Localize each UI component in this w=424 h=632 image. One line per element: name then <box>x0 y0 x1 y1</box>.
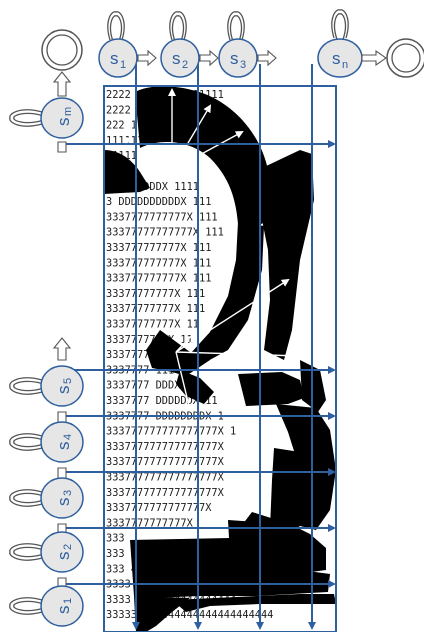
state-subscript: n <box>342 59 348 71</box>
grid-row: 33377777777X 111 <box>106 303 205 315</box>
grid-row: 333777777777777777X <box>106 472 225 484</box>
left-state-chain: s m s 5 s 4 s 3 <box>9 97 84 627</box>
state-label: s <box>54 442 73 451</box>
state-node-sn-top: s n <box>317 9 363 78</box>
grid-row: 333777777777X 111 <box>106 273 211 285</box>
state-label: s <box>54 386 73 395</box>
state-label: s <box>230 49 239 68</box>
grid-row: 333 <box>106 533 125 545</box>
state-subscript: 3 <box>240 59 246 71</box>
state-subscript: 1 <box>120 59 126 71</box>
grid-row: 333777777777777777X 1 <box>106 426 236 438</box>
state-subscript: 2 <box>62 544 74 550</box>
state-label: s <box>332 49 341 68</box>
grid-row: 3337777 DDDX 11 <box>106 380 199 392</box>
grid-row: 33377777777X 111 <box>106 288 205 300</box>
state-subscript: 3 <box>62 490 74 496</box>
state-subscript: m <box>62 107 74 116</box>
accept-state-top-left <box>41 29 83 97</box>
state-node-s1-left: s 1 <box>9 577 84 627</box>
state-node-s5-left: s 5 <box>9 337 84 407</box>
state-node-s4-left: s 4 <box>9 411 84 463</box>
grid-row: 3337777777777X <box>106 517 194 529</box>
state-node-s3-left: s 3 <box>9 467 84 519</box>
grid-row: 111111 <box>106 135 143 147</box>
state-label: s <box>54 552 73 561</box>
state-node-s2-left: s 2 <box>9 523 84 573</box>
state-node-s3-top: s 3 <box>218 11 258 78</box>
state-label: s <box>172 49 181 68</box>
state-label: s <box>54 498 73 507</box>
grid-row: 333777777777X 111 <box>106 257 211 269</box>
state-node-sm-left: s m <box>9 97 84 153</box>
grid-row: 3337777777X 11 <box>106 334 193 346</box>
state-subscript: 1 <box>62 598 74 604</box>
state-subscript: 5 <box>62 378 74 384</box>
grid-frame <box>103 85 337 632</box>
row-scan-arrows <box>60 140 336 588</box>
state-label: s <box>110 49 119 68</box>
column-scan-arrows <box>132 64 316 630</box>
grid-row: 333777777777777777X <box>106 487 225 499</box>
grid-row: 33377777777X 11 <box>106 319 199 331</box>
state-label: s <box>54 606 73 615</box>
state-node-s2-top: s 2 <box>160 11 200 78</box>
accept-state-right <box>386 38 424 78</box>
grid-row: 333777777777777777X <box>106 456 225 468</box>
grid-row: 3337777777777777X <box>106 502 212 514</box>
state-node-s1-top: s 1 <box>98 11 138 78</box>
grid-row: 33377777777777X 111 <box>106 227 224 239</box>
grid-row: 3 DDDDDDDDDDX 111 <box>106 196 211 208</box>
grid-row: 3337777777777X 111 <box>106 211 218 223</box>
state-label: s <box>54 118 73 127</box>
grid-row: 333 4 <box>106 548 137 560</box>
top-state-chain: s 1 s 2 s 3 s n <box>98 9 424 78</box>
state-subscript: 4 <box>62 434 74 440</box>
state-subscript: 2 <box>182 59 188 71</box>
grid-row: 333777777777X 111 <box>106 242 211 254</box>
grid-row: 333777777777777777X <box>106 441 225 453</box>
